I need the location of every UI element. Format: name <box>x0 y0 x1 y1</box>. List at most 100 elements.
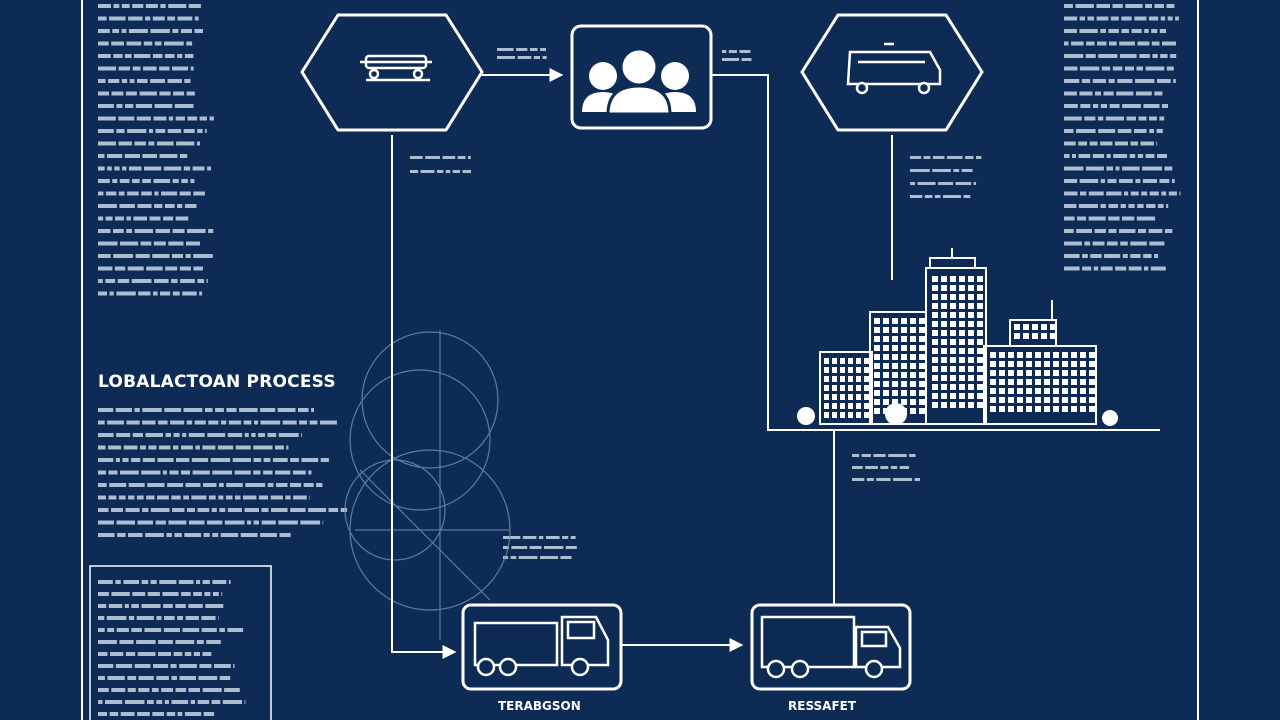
node-crane[interactable] <box>300 13 484 132</box>
filler-glyph <box>164 204 175 208</box>
window <box>1008 406 1014 412</box>
filler-glyph <box>254 420 259 425</box>
filler-glyph <box>113 4 120 8</box>
filler-glyph <box>910 169 930 172</box>
filler-glyph <box>1134 129 1147 133</box>
window <box>910 345 916 351</box>
filler-glyph <box>183 495 189 500</box>
node-truck-right[interactable] <box>750 603 912 691</box>
filler-glyph <box>212 533 219 537</box>
window <box>1008 352 1014 358</box>
filler-glyph <box>1100 179 1105 183</box>
filler-glyph <box>159 580 177 584</box>
filler-glyph <box>141 580 149 584</box>
window <box>950 348 956 354</box>
filler-glyph <box>253 470 261 475</box>
filler-glyph <box>98 116 116 121</box>
node-van[interactable] <box>800 13 984 132</box>
filler-glyph <box>192 470 210 475</box>
filler-glyph <box>1135 91 1152 96</box>
diamond-frame <box>800 13 984 132</box>
filler-glyph <box>184 533 202 537</box>
filler-glyph <box>188 520 205 525</box>
filler-glyph <box>134 408 140 412</box>
filler-glyph <box>1122 216 1135 221</box>
window <box>1080 388 1086 394</box>
filler-glyph <box>1140 141 1154 146</box>
filler-glyph <box>1076 229 1092 233</box>
window <box>1071 361 1077 367</box>
filler-glyph <box>510 556 517 559</box>
filler-glyph <box>172 66 189 71</box>
filler-glyph <box>108 470 118 475</box>
node-buildings[interactable] <box>797 248 1118 426</box>
filler-glyph <box>1119 54 1137 58</box>
filler-glyph <box>136 495 144 500</box>
window <box>1089 352 1095 358</box>
filler-glyph <box>98 166 105 171</box>
filler-glyph <box>437 170 444 173</box>
filler-glyph <box>145 4 158 8</box>
filler-glyph <box>282 420 297 425</box>
filler-glyph <box>98 470 106 475</box>
window <box>990 406 996 412</box>
filler-glyph <box>1112 66 1123 71</box>
filler-glyph <box>148 129 153 133</box>
filler-glyph <box>1113 154 1128 158</box>
filler-glyph <box>173 445 179 450</box>
filler-glyph <box>142 508 149 512</box>
filler-glyph <box>115 580 121 584</box>
filler-glyph <box>1144 266 1149 271</box>
filler-glyph <box>156 616 162 620</box>
window <box>840 367 845 373</box>
filler-glyph <box>301 433 303 437</box>
filler-glyph <box>899 466 910 469</box>
filler-glyph <box>190 66 194 71</box>
window <box>874 363 880 369</box>
filler-glyph <box>159 154 178 158</box>
filler-glyph <box>143 66 157 71</box>
filler-glyph <box>542 56 547 59</box>
window <box>892 345 898 351</box>
filler-glyph <box>1097 116 1104 121</box>
filler-glyph <box>128 616 135 620</box>
node-truck-left[interactable] <box>461 603 623 691</box>
window <box>968 276 974 282</box>
window <box>832 412 837 418</box>
window <box>832 403 837 409</box>
filler-glyph <box>1077 216 1087 221</box>
window <box>874 318 880 324</box>
filler-glyph <box>1079 91 1093 96</box>
window <box>1062 406 1068 412</box>
filler-glyph <box>108 495 117 500</box>
filler-glyph <box>226 408 237 412</box>
filler-glyph <box>111 41 124 46</box>
filler-glyph <box>1135 79 1155 83</box>
window <box>1017 379 1023 385</box>
filler-glyph <box>1166 4 1175 8</box>
window <box>864 367 869 373</box>
filler-glyph <box>1149 129 1154 133</box>
window <box>959 357 965 363</box>
filler-glyph <box>1097 41 1107 46</box>
window <box>968 384 974 390</box>
node-people[interactable] <box>570 24 713 130</box>
filler-glyph <box>187 508 195 512</box>
window <box>959 285 965 291</box>
filler-glyph <box>175 116 185 121</box>
filler-glyph <box>462 170 471 173</box>
window <box>977 303 983 309</box>
filler-glyph <box>286 445 289 450</box>
filler-glyph <box>1120 204 1126 208</box>
filler-glyph <box>322 520 324 525</box>
filler-glyph <box>226 483 243 487</box>
filler-glyph <box>152 16 165 21</box>
filler-glyph <box>538 536 544 539</box>
filler-glyph <box>276 483 288 487</box>
window <box>968 321 974 327</box>
filler-glyph <box>155 229 171 233</box>
window <box>910 354 916 360</box>
filler-glyph <box>222 700 242 704</box>
filler-glyph <box>152 254 170 258</box>
filler-glyph <box>126 420 140 425</box>
